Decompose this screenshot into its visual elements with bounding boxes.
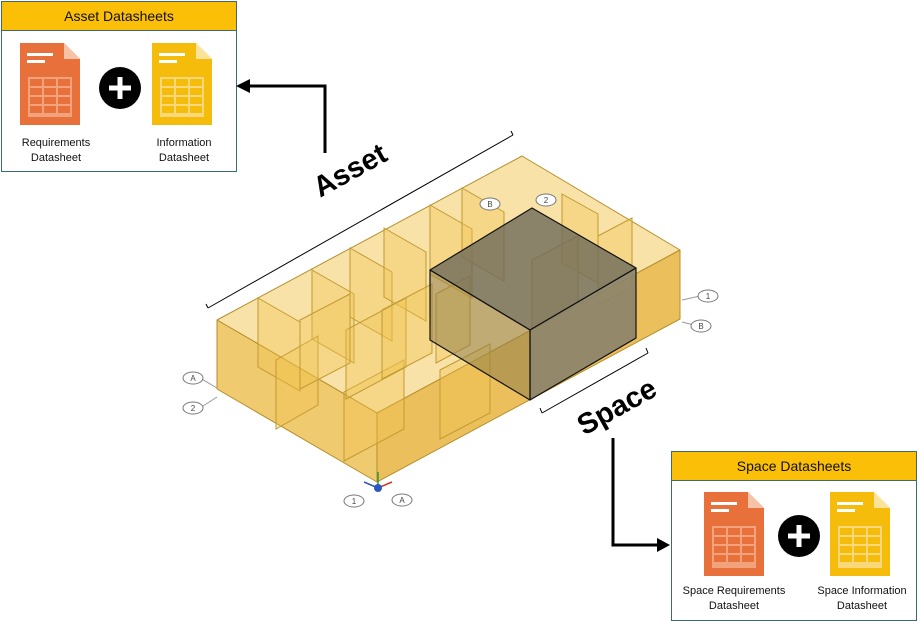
information-datasheet-icon <box>152 43 212 125</box>
grid-bubble <box>343 494 365 508</box>
plus-circle-icon <box>99 67 141 109</box>
asset-dimension-line <box>205 130 514 309</box>
requirements-datasheet-label: Requirements Datasheet <box>21 137 91 164</box>
grid-tag: B <box>698 322 703 331</box>
grid-bubble <box>535 193 557 207</box>
highlighted-space <box>429 207 637 401</box>
asset-datasheets-panel: Asset Datasheets <box>1 1 237 172</box>
space-arrow <box>611 438 660 547</box>
asset-datasheets-title: Asset Datasheets <box>2 2 236 31</box>
plus-circle-icon <box>778 515 820 557</box>
space-datasheets-icons <box>704 492 890 576</box>
grid-tag: B <box>487 200 492 209</box>
grid-bubble <box>479 197 501 211</box>
grid-bubble <box>697 289 719 303</box>
space-information-datasheet-icon <box>830 492 890 576</box>
grid-tag: 1 <box>352 497 357 506</box>
asset-datasheets-icons <box>20 43 212 125</box>
requirements-datasheet-icon <box>20 43 80 125</box>
grid-tag: 1 <box>706 292 711 301</box>
space-datasheets-panel: Space Datasheets <box>671 451 917 621</box>
grid-tag: A <box>399 496 405 505</box>
grid-bubble <box>182 401 204 415</box>
space-information-datasheet-label: Space Information Datasheet <box>817 585 907 612</box>
space-requirements-datasheet-label: Space Requirements Datasheet <box>682 585 786 612</box>
grid-tag: A <box>190 374 196 383</box>
space-requirements-datasheet-icon <box>704 492 764 576</box>
grid-tag: 2 <box>191 404 196 413</box>
origin-axes-icon <box>363 472 393 492</box>
grid-bubble <box>690 319 712 333</box>
grid-bubble <box>182 371 204 385</box>
asset-arrow <box>248 84 327 153</box>
space-dimension-line <box>539 347 649 414</box>
space-datasheets-title: Space Datasheets <box>672 452 916 481</box>
grid-bubble <box>391 493 413 507</box>
grid-tag: 2 <box>544 196 549 205</box>
information-datasheet-label: Information Datasheet <box>156 137 212 164</box>
